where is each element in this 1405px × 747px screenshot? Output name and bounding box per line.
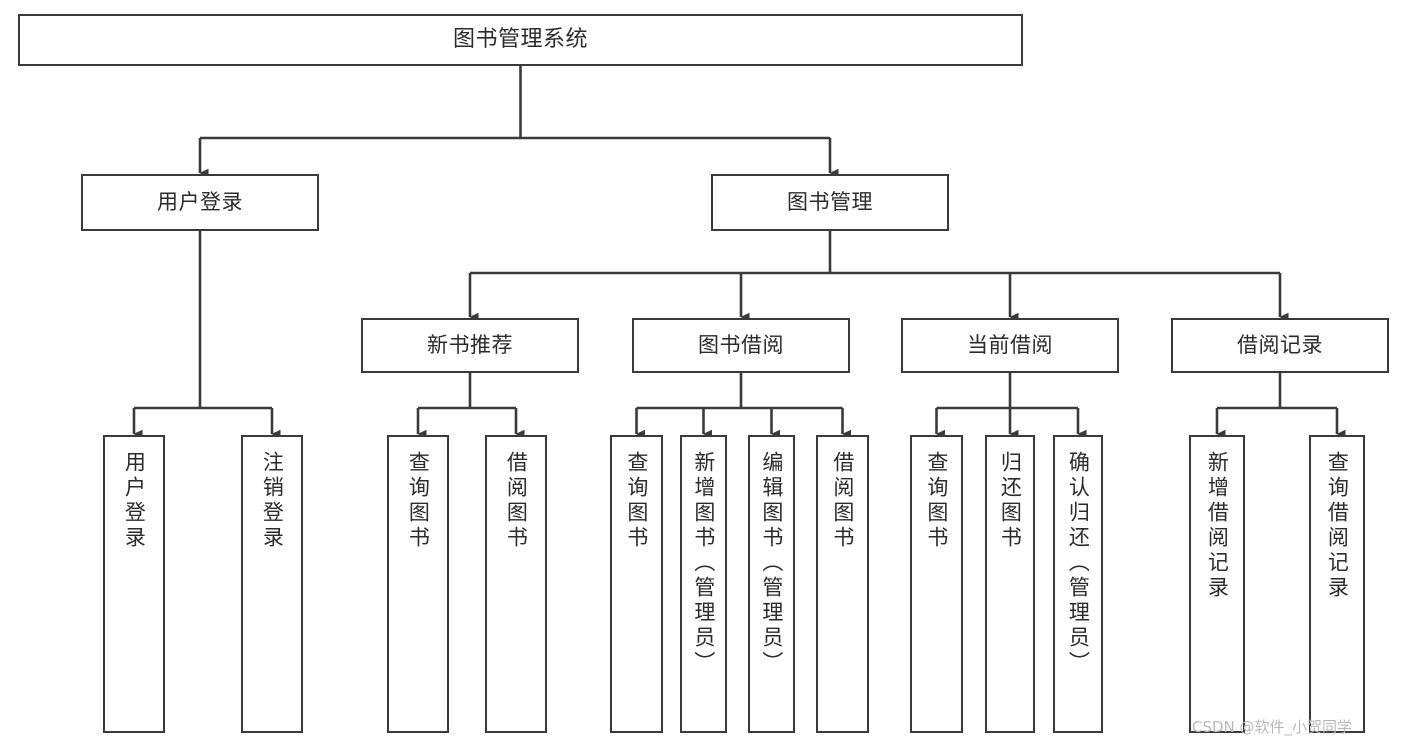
node-label: 查询借阅记录 bbox=[1325, 451, 1350, 601]
node-label: 查询图书 bbox=[624, 451, 649, 551]
node-label: 用户登录 bbox=[157, 190, 243, 215]
node-root[interactable]: 图书管理系统 bbox=[18, 14, 1023, 66]
node-label: 查询图书 bbox=[924, 451, 949, 551]
leaf-return-book[interactable]: 归还图书 bbox=[985, 435, 1035, 733]
leaf-user-login[interactable]: 用户登录 bbox=[103, 435, 165, 733]
node-new-book-recommend[interactable]: 新书推荐 bbox=[361, 318, 579, 373]
node-label: 当前借阅 bbox=[967, 333, 1053, 358]
leaf-query-book-newbook[interactable]: 查询图书 bbox=[387, 435, 449, 733]
node-label: 图书管理系统 bbox=[452, 27, 588, 53]
node-label: 借阅图书 bbox=[830, 451, 855, 551]
node-label: 图书借阅 bbox=[698, 333, 784, 358]
leaf-confirm-return-admin[interactable]: 确认归还（管理员） bbox=[1053, 435, 1103, 733]
node-borrow-record[interactable]: 借阅记录 bbox=[1171, 318, 1389, 373]
node-label: 注销登录 bbox=[260, 451, 285, 551]
node-label: 用户登录 bbox=[122, 451, 147, 551]
node-label: 新增图书（管理员） bbox=[691, 451, 716, 676]
leaf-query-book-borrow[interactable]: 查询图书 bbox=[610, 435, 663, 733]
leaf-borrow-book[interactable]: 借阅图书 bbox=[816, 435, 869, 733]
leaf-query-borrow-record[interactable]: 查询借阅记录 bbox=[1309, 435, 1365, 733]
node-label: 编辑图书（管理员） bbox=[759, 451, 784, 676]
node-label: 新增借阅记录 bbox=[1205, 451, 1230, 601]
node-label: 确认归还（管理员） bbox=[1066, 451, 1091, 676]
watermark-text: CSDN @软件_小贺同学 bbox=[1192, 718, 1353, 736]
node-book-management[interactable]: 图书管理 bbox=[711, 174, 949, 231]
leaf-borrow-book-newbook[interactable]: 借阅图书 bbox=[485, 435, 547, 733]
node-book-borrow[interactable]: 图书借阅 bbox=[632, 318, 850, 373]
node-label: 归还图书 bbox=[998, 451, 1023, 551]
leaf-edit-book-admin[interactable]: 编辑图书（管理员） bbox=[748, 435, 795, 733]
node-label: 图书管理 bbox=[787, 190, 873, 215]
node-label: 借阅记录 bbox=[1237, 333, 1323, 358]
node-label: 查询图书 bbox=[406, 451, 431, 551]
leaf-user-logout[interactable]: 注销登录 bbox=[241, 435, 303, 733]
node-user-login-group[interactable]: 用户登录 bbox=[81, 174, 319, 231]
node-label: 借阅图书 bbox=[504, 451, 529, 551]
node-label: 新书推荐 bbox=[427, 333, 513, 358]
leaf-add-book-admin[interactable]: 新增图书（管理员） bbox=[680, 435, 727, 733]
leaf-query-book-current[interactable]: 查询图书 bbox=[910, 435, 963, 733]
connector-lines bbox=[132, 66, 1346, 439]
node-current-borrow[interactable]: 当前借阅 bbox=[901, 318, 1119, 373]
leaf-add-borrow-record[interactable]: 新增借阅记录 bbox=[1189, 435, 1245, 733]
